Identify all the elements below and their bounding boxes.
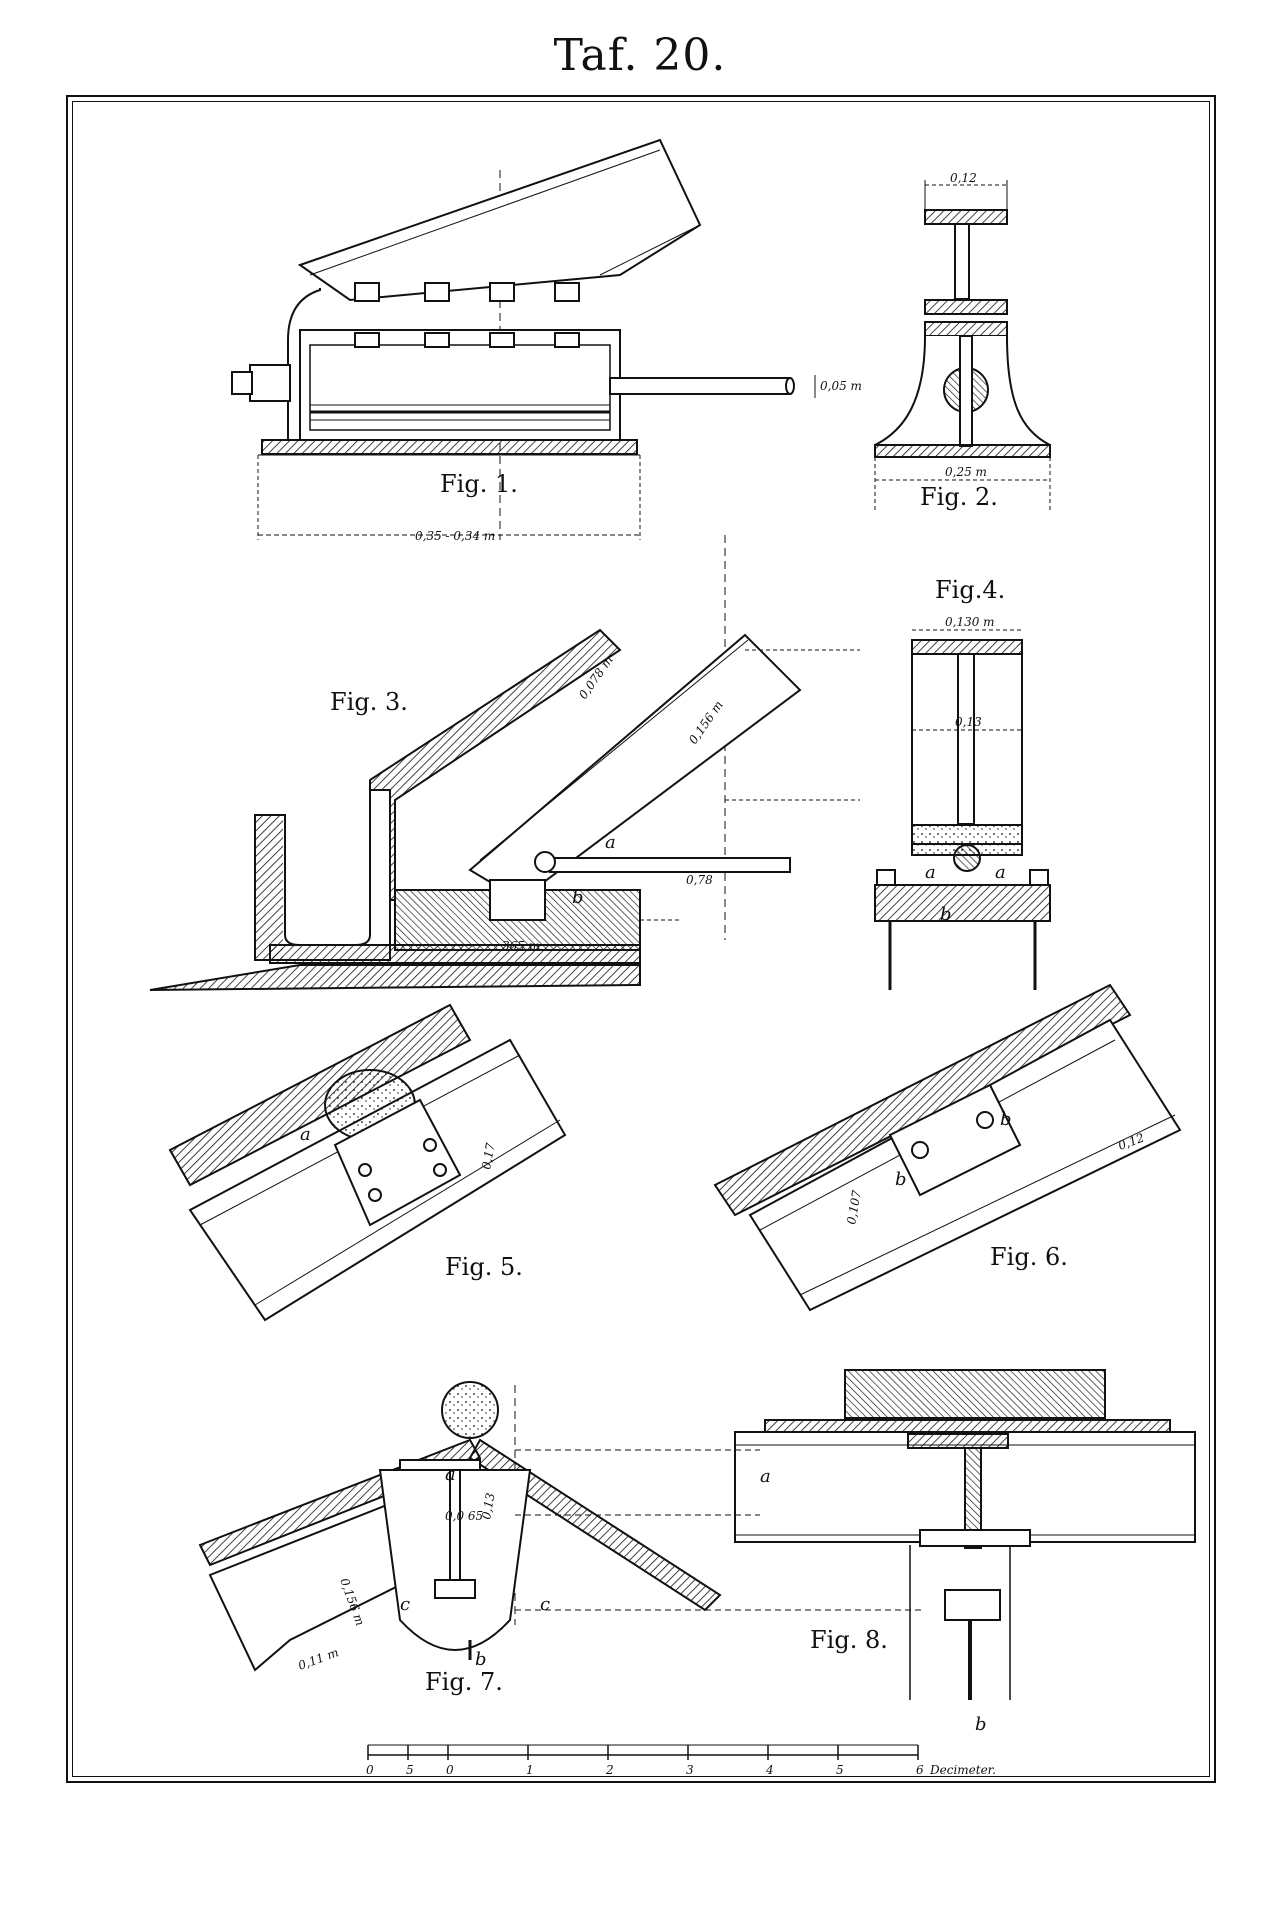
scale-bar	[367, 1744, 919, 1760]
scale-tick: 4	[765, 1763, 774, 1777]
fig7-letter-c-left: c	[400, 1594, 410, 1615]
scale-tick: 5	[836, 1763, 844, 1777]
fig8-drawing	[515, 1369, 1196, 1700]
scale-tick: 1	[526, 1763, 534, 1777]
fig6-letter-b-right: b	[1000, 1109, 1012, 1130]
fig2-label: Fig. 2.	[920, 483, 998, 511]
scale-tick: 6	[916, 1763, 924, 1777]
fig3-dim-rod: 0,78	[686, 873, 713, 887]
fig1-dim-rod: 0,05 m	[820, 379, 862, 393]
fig2-dim-base: 0,25 m	[945, 465, 987, 479]
fig7-letter-c-right: c	[540, 1594, 550, 1615]
fig3-drawing	[149, 535, 860, 991]
fig8-letter-b: b	[975, 1714, 987, 1735]
fig7-letter-a: a	[445, 1464, 456, 1485]
fig7-dim-web: 0,13	[479, 1491, 497, 1520]
fig4-label: Fig.4.	[935, 576, 1005, 604]
scale-unit: Decimeter.	[929, 1763, 996, 1777]
plate-title: Taf. 20.	[553, 30, 727, 81]
scale-tick: 0	[366, 1763, 374, 1777]
fig6-dim-depth: 0,107	[844, 1189, 864, 1226]
fig4-dim-web: 0,13	[955, 715, 982, 729]
fig6-label: Fig. 6.	[990, 1243, 1068, 1271]
fig3-dim-base: 365 m	[502, 939, 540, 953]
fig4-letter-b: b	[940, 904, 952, 925]
scale-tick: 0	[446, 1763, 454, 1777]
fig5-label: Fig. 5.	[445, 1253, 523, 1281]
fig4-letter-a-right: a	[995, 862, 1006, 883]
fig2-dim-top: 0,12	[950, 171, 977, 185]
fig7-drawing	[198, 1381, 722, 1672]
scale-tick: 3	[686, 1763, 694, 1777]
plate-frame-outer	[66, 95, 1216, 1783]
fig1-label: Fig. 1.	[440, 470, 518, 498]
fig3-letter-a: a	[605, 832, 616, 853]
fig8-label: Fig. 8.	[810, 1626, 888, 1654]
fig1-dim-width: 0,35 - 0,34 m	[415, 529, 495, 543]
scale-tick: 2	[605, 1763, 614, 1777]
fig7-dim-flange: 0,11 m	[296, 1645, 340, 1672]
fig6-letter-b-left: b	[895, 1169, 907, 1190]
fig7-dim-gap: 0,0 65	[445, 1509, 483, 1523]
fig4-drawing	[874, 629, 1051, 990]
fig3-letter-b: b	[572, 887, 584, 908]
fig7-label: Fig. 7.	[425, 1668, 503, 1696]
fig5-dim-depth: 0,17	[479, 1141, 497, 1170]
fig7-letter-b: b	[475, 1649, 487, 1670]
fig3-label: Fig. 3.	[330, 688, 408, 716]
fig8-letter-a: a	[760, 1466, 771, 1487]
scale-tick: 5	[406, 1763, 414, 1777]
fig4-letter-a-left: a	[925, 862, 936, 883]
fig1-drawing	[231, 138, 816, 540]
fig2-drawing	[874, 180, 1051, 510]
fig6-drawing	[713, 983, 1182, 1312]
fig5-letter-a: a	[300, 1124, 311, 1145]
plate-frame-inner	[72, 101, 1210, 1777]
scale-tick-labels: 0 5 0 1 2 3 4 5 6	[366, 1763, 924, 1777]
fig5-drawing	[168, 1003, 567, 1322]
fig4-dim-width: 0,130 m	[945, 615, 995, 629]
